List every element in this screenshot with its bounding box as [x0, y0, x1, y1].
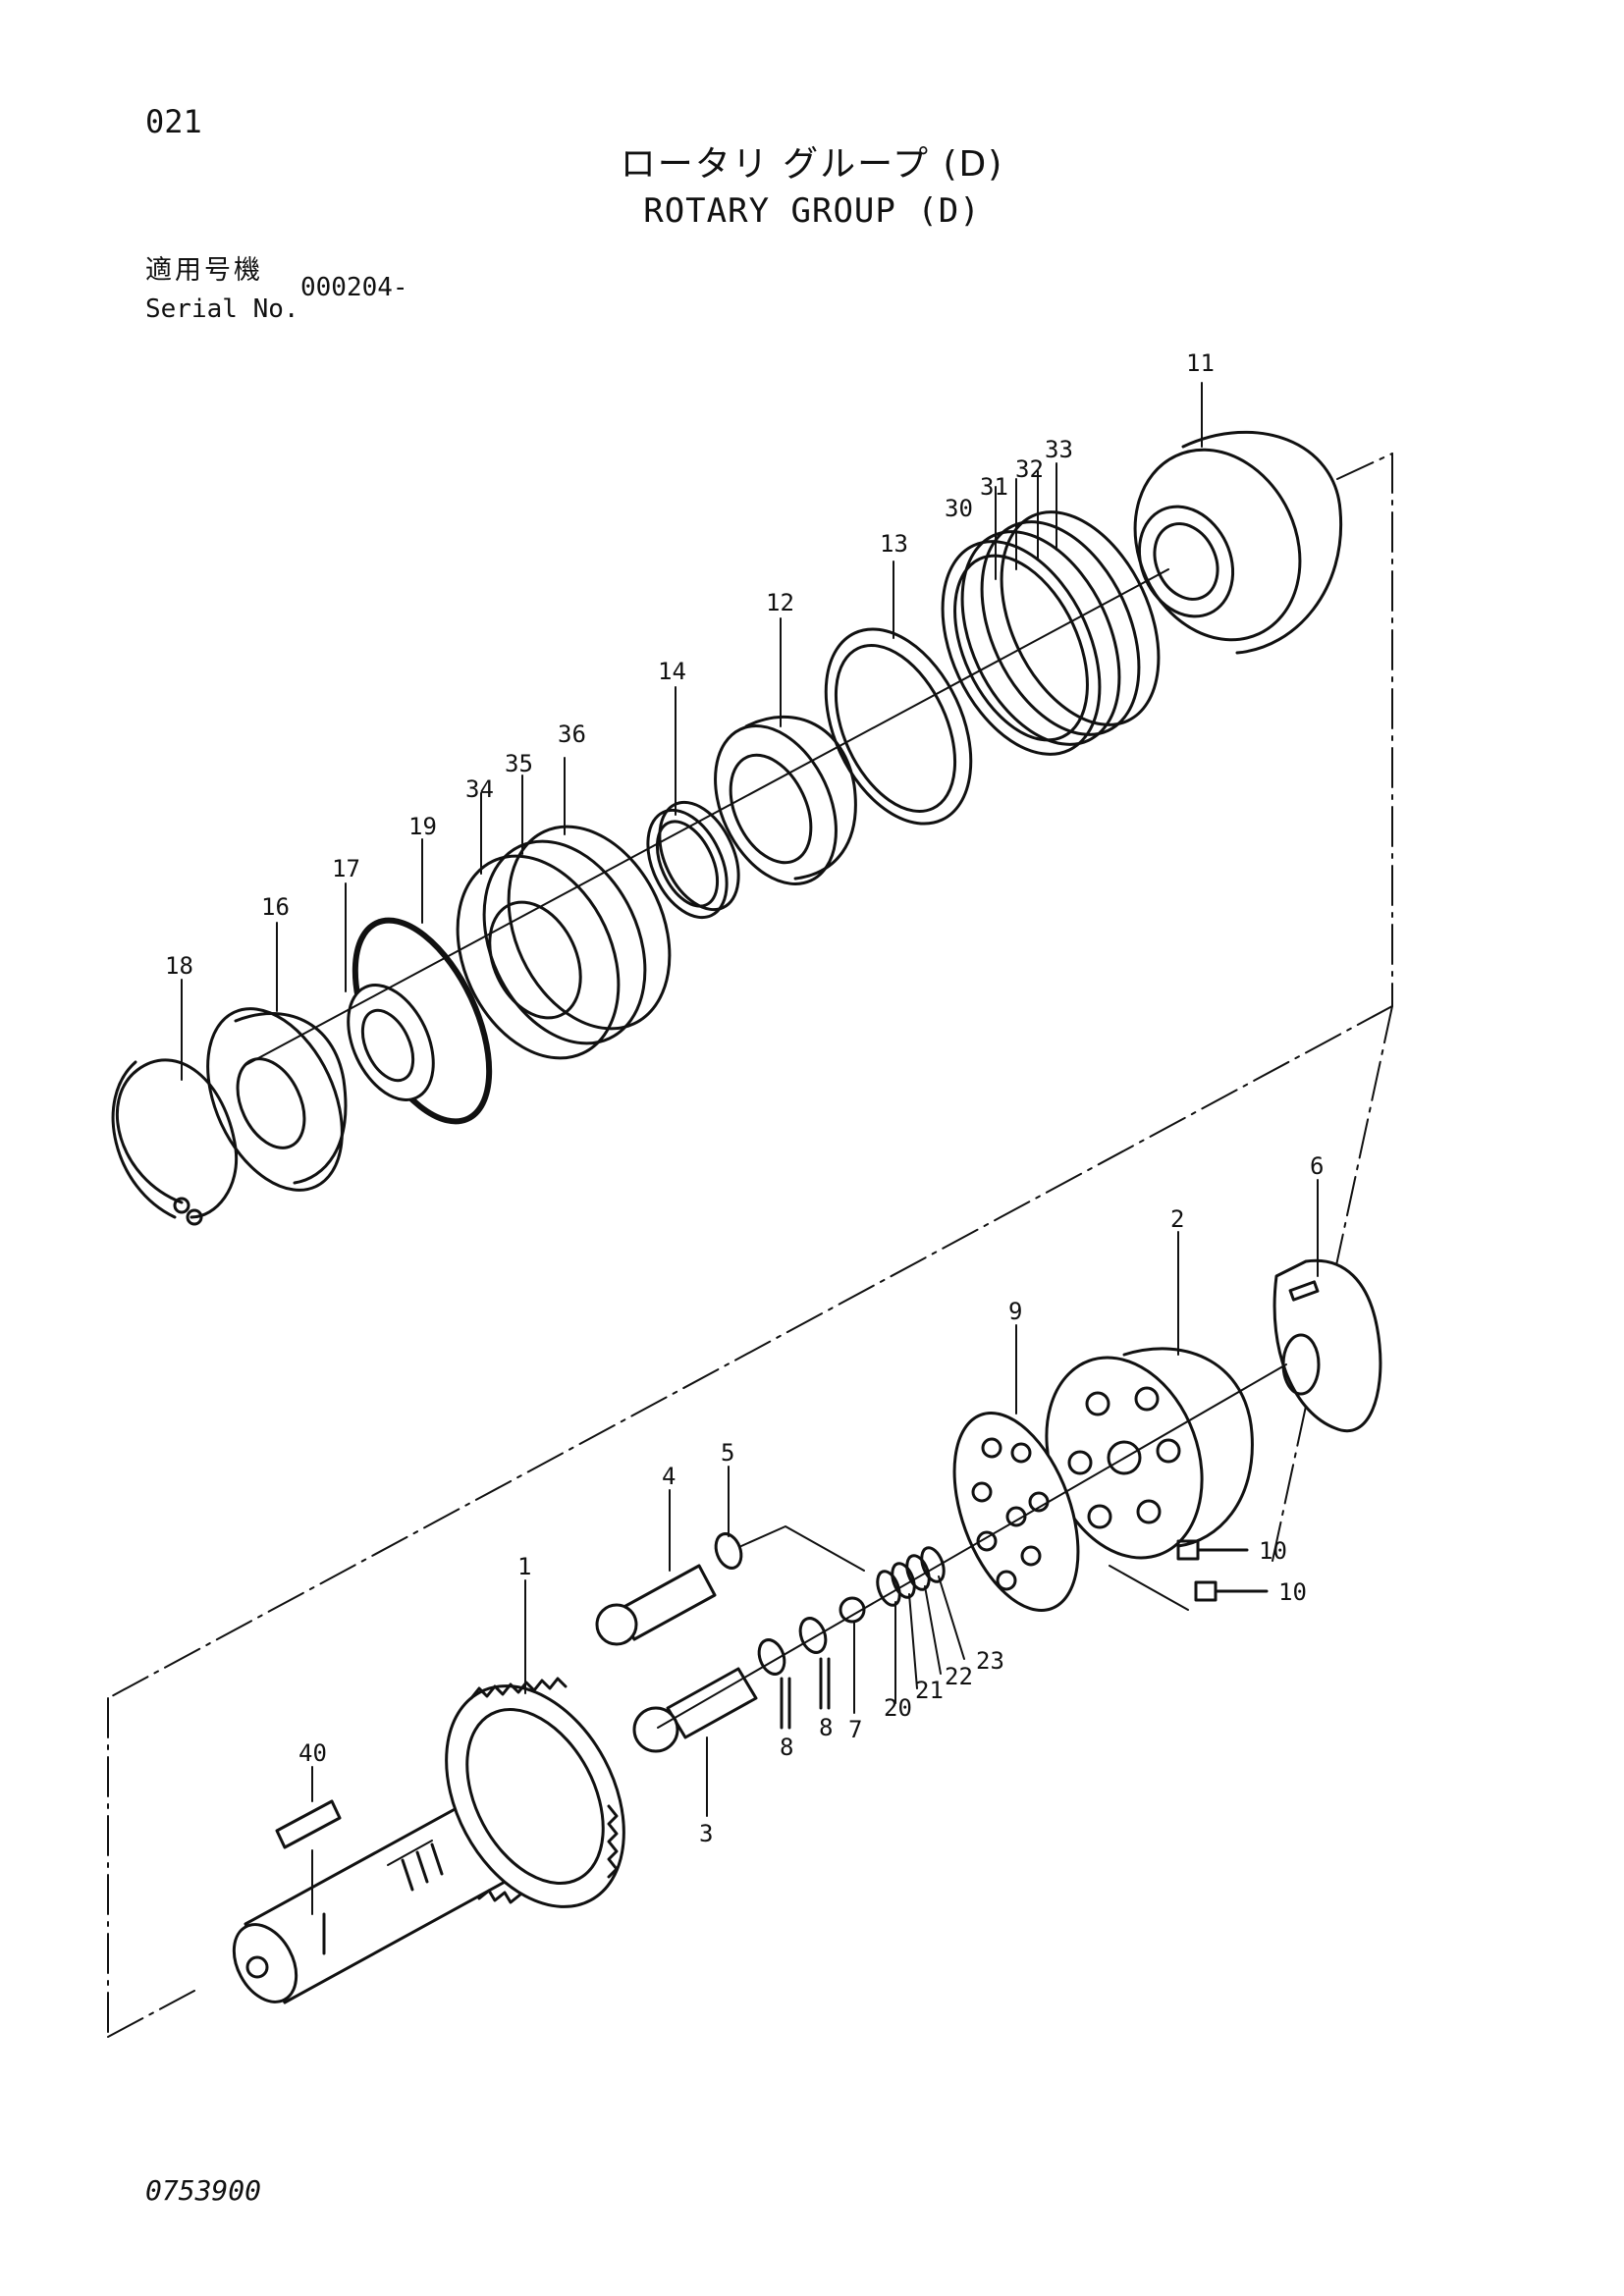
label-part-11: 11 [1186, 349, 1215, 377]
label-part-7: 7 [848, 1716, 862, 1743]
part-20-23-spring-set [876, 1546, 946, 1607]
label-part-20: 20 [884, 1694, 912, 1722]
label-part-21: 21 [915, 1677, 944, 1704]
part-34-36-plates [456, 825, 672, 1060]
label-part-31: 31 [980, 473, 1008, 501]
label-part-2: 2 [1170, 1205, 1184, 1233]
label-part-4: 4 [662, 1463, 676, 1490]
label-part-13: 13 [880, 530, 908, 558]
leader-lines [181, 382, 1319, 1817]
cluster-connector-lines [740, 1525, 1189, 1611]
part-5-shoe [714, 1532, 743, 1570]
part-6-valve-plate [1272, 1258, 1382, 1432]
label-part-30: 30 [945, 495, 973, 522]
label-part-5: 5 [721, 1439, 734, 1467]
part-8-shoes [757, 1617, 831, 1730]
label-part-14: 14 [658, 658, 686, 685]
part-labels: 11 33 32 31 30 13 12 14 36 35 34 19 17 1… [165, 349, 1324, 1847]
serial-number-value: 000204- [300, 273, 408, 302]
title-japanese: ロータリ グループ (D) [620, 144, 1004, 185]
label-part-22: 22 [945, 1663, 973, 1690]
label-part-10-upper: 10 [1259, 1537, 1287, 1565]
part-7-bush [839, 1596, 866, 1624]
label-part-33: 33 [1045, 436, 1073, 463]
part-3-piston [632, 1667, 758, 1753]
label-part-3: 3 [699, 1820, 713, 1847]
axis-line-upper [244, 568, 1169, 1066]
axis-line-lower [657, 1363, 1287, 1729]
label-part-12: 12 [766, 589, 794, 616]
label-part-6: 6 [1310, 1152, 1324, 1180]
part-30-33-rings [941, 510, 1161, 756]
label-part-10-lower: 10 [1278, 1578, 1307, 1606]
label-part-17: 17 [332, 855, 360, 882]
page-number: 021 [145, 103, 202, 140]
part-16-retainer [206, 1007, 348, 1192]
part-17-collar [347, 984, 435, 1101]
part-9-retainer-plate [952, 1412, 1080, 1612]
part-12-bearing [714, 715, 857, 885]
part-1-drive-shaft [232, 1677, 625, 2004]
serial-label-japanese: 適用号機 [145, 255, 263, 286]
part-4-piston [595, 1564, 717, 1646]
label-part-32: 32 [1015, 455, 1044, 483]
group-boundary [107, 453, 1393, 2038]
label-part-8-right: 8 [819, 1714, 833, 1741]
label-part-18: 18 [165, 952, 193, 980]
part-10-bolts [1176, 1539, 1269, 1602]
title-english: ROTARY GROUP (D) [643, 191, 981, 231]
label-part-9: 9 [1008, 1298, 1022, 1325]
label-part-40: 40 [298, 1739, 327, 1767]
part-11-housing [1133, 430, 1343, 655]
label-part-19: 19 [408, 813, 437, 840]
part-40-key [275, 1799, 342, 1915]
label-part-16: 16 [261, 893, 290, 921]
label-part-1: 1 [517, 1553, 531, 1580]
serial-label-english: Serial No. [145, 294, 299, 324]
label-part-36: 36 [558, 721, 586, 748]
part-13-ring [824, 627, 973, 826]
document-code: 0753900 [145, 2174, 262, 2207]
label-part-23: 23 [976, 1647, 1004, 1675]
label-part-34: 34 [465, 775, 494, 803]
label-part-8-left: 8 [780, 1734, 793, 1761]
label-part-35: 35 [505, 750, 533, 777]
